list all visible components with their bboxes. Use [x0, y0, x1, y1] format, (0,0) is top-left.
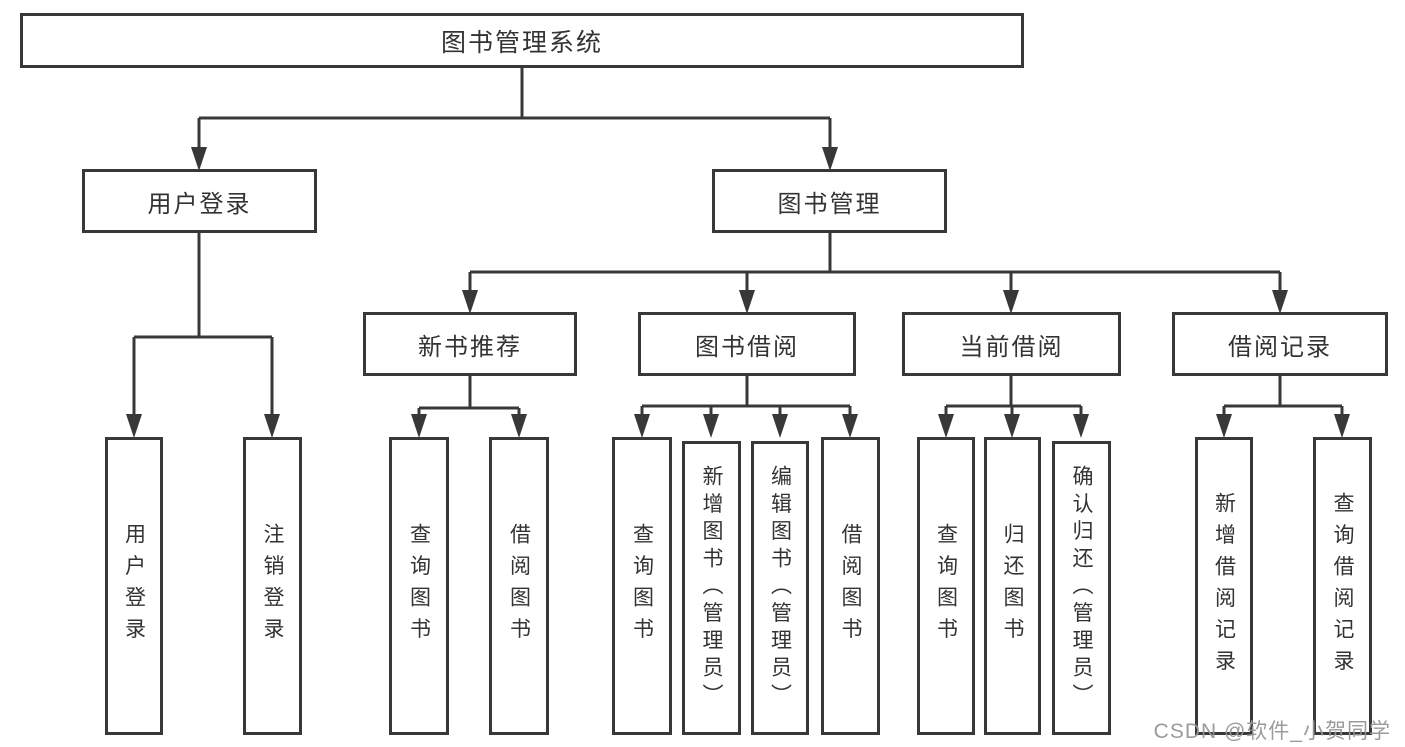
- leaf-records-add-record: 新增借阅记录: [1195, 437, 1253, 735]
- connector-paths: [132, 68, 1344, 414]
- leaf-current-confirm-return-admin: 确认归还（管理员）: [1052, 441, 1111, 735]
- leaf-user-login: 用户登录: [105, 437, 163, 735]
- leaf-borrow-query-book: 查询图书: [612, 437, 672, 735]
- node-book-borrow-label: 图书借阅: [695, 333, 799, 361]
- node-book-borrow: 图书借阅: [638, 312, 856, 376]
- leaf-current-return-book-label: 归还图书: [1001, 523, 1024, 649]
- leaf-borrow-edit-book-admin-label: 编辑图书（管理员）: [768, 465, 792, 711]
- csdn-watermark: CSDN @软件_小贺同学: [1153, 720, 1391, 743]
- node-current-borrow: 当前借阅: [902, 312, 1121, 376]
- leaf-borrow-query-book-label: 查询图书: [630, 523, 654, 649]
- leaf-records-query-record-label: 查询借阅记录: [1331, 491, 1354, 681]
- leaf-records-query-record: 查询借阅记录: [1313, 437, 1372, 735]
- leaf-recommend-query-book-label: 查询图书: [407, 523, 431, 649]
- leaf-borrow-edit-book-admin: 编辑图书（管理员）: [751, 441, 809, 735]
- node-new-book-recommend-label: 新书推荐: [418, 333, 522, 361]
- node-new-book-recommend: 新书推荐: [363, 312, 577, 376]
- node-borrow-records: 借阅记录: [1172, 312, 1388, 376]
- leaf-recommend-borrow-book-label: 借阅图书: [507, 523, 531, 649]
- leaf-logout-label: 注销登录: [261, 523, 284, 649]
- leaf-user-login-label: 用户登录: [122, 523, 146, 649]
- node-borrow-records-label: 借阅记录: [1228, 333, 1332, 361]
- leaf-current-query-book: 查询图书: [917, 437, 975, 735]
- leaf-borrow-borrow-book-label: 借阅图书: [839, 523, 862, 649]
- node-root: 图书管理系统: [20, 13, 1024, 68]
- node-user-login: 用户登录: [82, 169, 317, 233]
- node-book-management: 图书管理: [712, 169, 947, 233]
- node-book-management-label: 图书管理: [777, 190, 882, 218]
- leaf-borrow-borrow-book: 借阅图书: [821, 437, 880, 735]
- node-root-label: 图书管理系统: [440, 28, 603, 57]
- leaf-borrow-add-book-admin-label: 新增图书（管理员）: [700, 465, 723, 711]
- leaf-recommend-borrow-book: 借阅图书: [489, 437, 549, 735]
- leaf-current-query-book-label: 查询图书: [934, 523, 958, 649]
- leaf-current-confirm-return-admin-label: 确认归还（管理员）: [1070, 465, 1093, 711]
- node-user-login-label: 用户登录: [147, 190, 252, 218]
- leaf-borrow-add-book-admin: 新增图书（管理员）: [682, 441, 741, 735]
- leaf-recommend-query-book: 查询图书: [389, 437, 449, 735]
- leaf-records-add-record-label: 新增借阅记录: [1212, 491, 1236, 681]
- leaf-logout: 注销登录: [243, 437, 302, 735]
- node-current-borrow-label: 当前借阅: [959, 333, 1064, 361]
- leaf-current-return-book: 归还图书: [984, 437, 1041, 735]
- arrowheads: [126, 147, 1350, 438]
